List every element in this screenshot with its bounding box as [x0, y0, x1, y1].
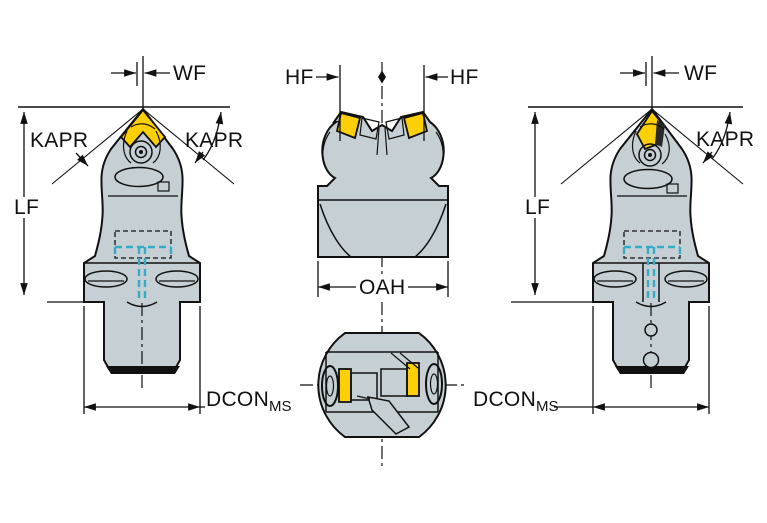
right-view-clamp-detail [617, 123, 687, 259]
front-view-body [317, 110, 449, 258]
right-view-shank-shadow [615, 366, 689, 374]
left-view-edge-angle-line-left [51, 108, 144, 185]
right-view-edge-angle-line-left [560, 108, 653, 185]
left-side-view-drawing [18, 56, 235, 414]
dcon-ms-label-right-view: DCONMS [473, 388, 559, 414]
wf-label-right-view: WF [684, 62, 718, 85]
hf-label-right: HF [450, 66, 479, 89]
dcon-text: DCON [473, 388, 537, 411]
front-view-barrel-curve-right [414, 203, 447, 258]
front-view-insert-left [335, 111, 362, 140]
left-view-shank-shadow [106, 366, 180, 374]
top-view-wedge [366, 396, 411, 435]
dcon-ms-label-left-view: DCONMS [206, 388, 292, 414]
left-view-insert [119, 108, 167, 149]
kapr-angle-arc [711, 111, 733, 160]
top-view-insert-left [338, 368, 352, 403]
top-view-body [317, 332, 447, 438]
right-side-view-drawing [511, 56, 744, 414]
left-view-clamp-detail [108, 123, 178, 259]
front-view-drawing [316, 62, 449, 467]
oah-label: OAH [356, 277, 409, 298]
kapr-angle-arc [202, 111, 224, 161]
left-view-edge-angle-line-right [142, 108, 235, 185]
kapr-leader-left [75, 152, 89, 167]
right-view-shank-hole-lower [642, 351, 660, 369]
kapr-leader-right [194, 151, 206, 164]
kapr-leader [702, 151, 714, 164]
right-view-shank-hole-upper [644, 323, 658, 337]
left-view-body [83, 107, 201, 390]
right-view-body [592, 107, 710, 390]
left-view-coolant-lines [113, 245, 173, 302]
kapr-label-left-view-left: KAPR [30, 129, 89, 152]
front-view-insert-right [402, 111, 429, 140]
wf-label-left-view: WF [173, 62, 207, 85]
front-view-barrel-curve-left [319, 203, 352, 258]
center-mark-diamond [378, 70, 386, 84]
hf-label-left: HF [285, 66, 314, 89]
dcon-text: DCON [206, 388, 270, 411]
right-view-flange-slots [593, 270, 708, 288]
right-view-edge-angle-line-right [651, 108, 744, 185]
right-view-insert [635, 109, 665, 151]
top-view-detail [321, 351, 443, 435]
left-view-flange-slots [84, 270, 199, 288]
lf-label-left-view: LF [11, 197, 43, 218]
front-view-inserts [335, 111, 429, 140]
dcon-subscript-text: MS [536, 398, 559, 415]
right-view-dimensions [511, 56, 744, 414]
kapr-label-right-view: KAPR [696, 128, 755, 151]
dcon-subscript-text: MS [269, 398, 292, 415]
top-view-drawing [300, 332, 468, 438]
kapr-label-left-view-right: KAPR [185, 129, 244, 152]
lf-label-right-view: LF [522, 197, 554, 218]
right-view-coolant-lines [622, 245, 682, 302]
